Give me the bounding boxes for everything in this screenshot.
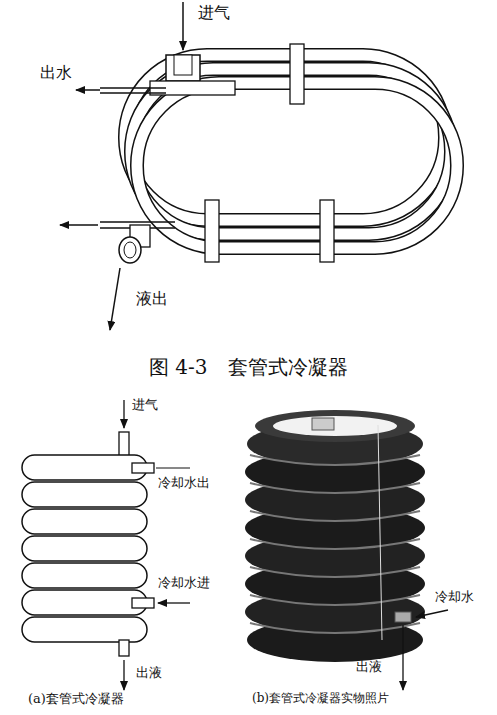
flow-label: 液出: [136, 290, 168, 308]
figure-caption: 图 4-3 套管式冷凝器: [149, 356, 348, 379]
helical-coil-drawing: [22, 400, 190, 690]
sub-caption: (a)套管式冷凝器: [28, 692, 124, 707]
condenser-photo: [245, 410, 448, 690]
flow-arrows: [60, 2, 183, 330]
flow-label: 冷却水进: [158, 576, 210, 591]
flow-label: 冷却水出: [158, 476, 210, 491]
flow-label: 出水: [40, 64, 72, 82]
flow-label: 出液: [136, 666, 162, 681]
sub-caption: (b)套管式冷凝器实物照片: [252, 692, 389, 706]
flow-label: 进气: [132, 398, 158, 413]
flow-label: 进气: [198, 4, 230, 22]
oval-coil: [100, 44, 457, 263]
flow-label: 冷却水: [435, 590, 474, 605]
flow-label: 出液: [356, 660, 382, 675]
